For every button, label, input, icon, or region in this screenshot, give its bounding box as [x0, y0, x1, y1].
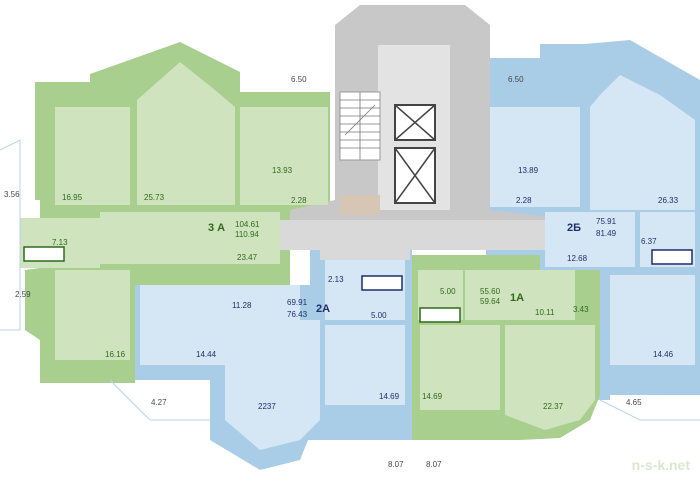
room-area: 14.69 [422, 392, 443, 401]
apartment-1a-name: 1А [510, 292, 525, 304]
room-area: 5.00 [440, 287, 456, 296]
room-area: 2237 [258, 402, 276, 411]
room-1a-hall [465, 270, 575, 320]
dimension-label: 8.07 [388, 460, 404, 469]
room-3a-kitchen [240, 107, 328, 205]
room-area: 23.47 [237, 253, 258, 262]
room-area: 22.37 [543, 402, 564, 411]
bathtub-2a [361, 275, 403, 291]
apartment-2a-name: 2А [316, 303, 331, 315]
room-area: 2.28 [516, 196, 532, 205]
bathtub-2b [651, 249, 693, 265]
room-area: 14.44 [196, 350, 217, 359]
room-area: 10.11 [535, 308, 555, 317]
core-corridor [270, 220, 560, 260]
room-area: 11.28 [232, 301, 252, 310]
room-area: 12.68 [567, 254, 588, 263]
room-area: 2.13 [328, 275, 344, 284]
room-1a-living [505, 325, 595, 430]
room-area: 13.89 [518, 166, 539, 175]
room-2b-hall [545, 212, 635, 267]
dimension-label: 6.50 [291, 75, 307, 84]
apartment-2a-area: 69.91 [287, 298, 308, 307]
room-area: 13.93 [272, 166, 293, 175]
apartment-3a-area-total: 110.94 [235, 230, 259, 239]
watermark: n-s-k.net [631, 457, 690, 473]
room-2a-bedroom [325, 325, 405, 405]
dimension-label: 4.27 [151, 398, 167, 407]
dimension-label: 8.07 [426, 460, 442, 469]
room-2b-living [590, 75, 695, 210]
bathtub-3a [23, 246, 65, 262]
room-area: 3.43 [573, 305, 589, 314]
room-2a-living [225, 320, 320, 450]
room-area: 14.46 [653, 350, 674, 359]
apartment-2b-area-total: 81.49 [596, 229, 617, 238]
apartment-3a-name: 3 А [208, 222, 226, 234]
apartment-2b-area: 75.91 [596, 217, 617, 226]
room-2b-kitchen [490, 107, 580, 207]
room-area: 2.28 [291, 196, 307, 205]
room-area: 25.73 [144, 193, 165, 202]
room-1a-bedroom [420, 325, 500, 410]
dimension-label: 6.50 [508, 75, 524, 84]
room-area: 16.16 [105, 350, 126, 359]
apartment-1a-area-total: 59.64 [480, 297, 501, 306]
bathtub-1a [419, 307, 461, 323]
dimension-label: 2.59 [15, 290, 31, 299]
room-area: 14.69 [379, 392, 400, 401]
dimension-label: 4.65 [626, 398, 642, 407]
apartment-2b-name: 2Б [567, 222, 582, 234]
room-area: 7.13 [52, 238, 68, 247]
room-area: 5.00 [371, 311, 387, 320]
room-area: 16.95 [62, 193, 83, 202]
room-3a-living [137, 62, 235, 205]
room-3a-bedroom-1 [55, 107, 130, 205]
apartment-1a-area: 55.60 [480, 287, 501, 296]
apartment-3a-area: 104.61 [235, 220, 260, 229]
dimension-label: 3.56 [4, 190, 20, 199]
room-2b-bedroom [610, 275, 695, 365]
room-area: 6.37 [641, 237, 657, 246]
room-3a-hall [100, 212, 280, 264]
apartment-2a-area-total: 76.43 [287, 310, 308, 319]
room-area: 26.33 [658, 196, 679, 205]
room-3a-bedroom-2 [55, 270, 130, 360]
